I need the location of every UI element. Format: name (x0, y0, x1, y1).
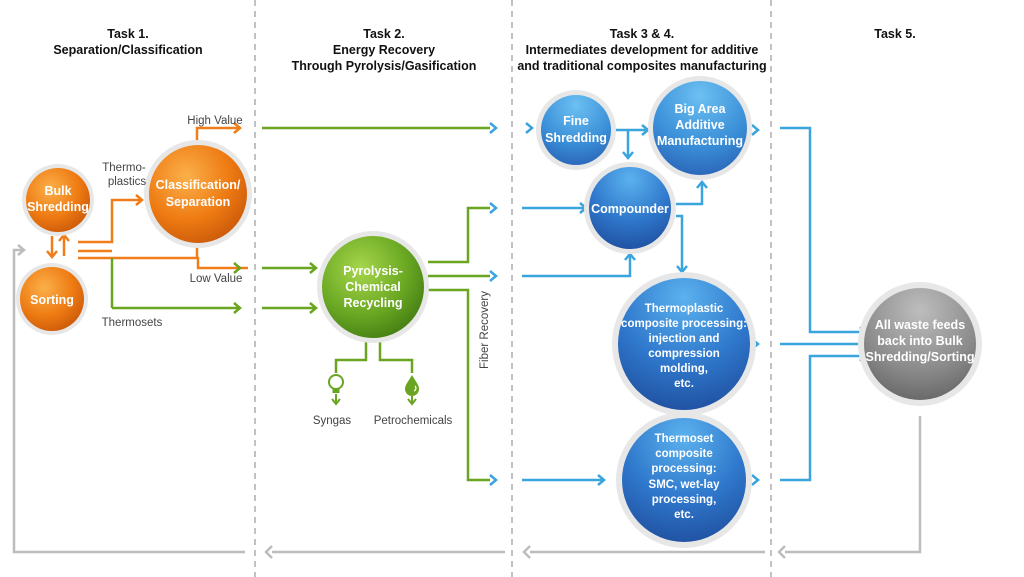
feedback-arrowheads (17, 244, 786, 559)
task-1-header: Task 1. Separation/Classification (53, 27, 202, 57)
thermoplastics-label-1: Thermo- (102, 162, 146, 174)
sorting-node: Sorting (16, 263, 88, 335)
fine-shredding-label-1: Fine (563, 114, 589, 128)
task-34-subtitle: Intermediates development for additive (526, 43, 759, 57)
classification-node: Classification/ Separation (144, 140, 252, 248)
waste-label-3: Shredding/Sorting (865, 350, 974, 364)
task-1-title: Task 1. (107, 27, 148, 41)
thermoset-label-2: composite (655, 448, 713, 460)
fiber-recovery-label: Fiber Recovery (479, 291, 491, 369)
thermoplastic-label-3: injection and (649, 333, 720, 345)
petrochemicals-label: Petrochemicals (374, 415, 453, 427)
task-1-subtitle: Separation/Classification (53, 43, 202, 57)
high-value-label: High Value (187, 115, 242, 127)
green-arrows (110, 126, 490, 482)
big-area-label-1: Big Area (675, 102, 727, 116)
blue-arrows (489, 122, 866, 486)
thermoset-label-1: Thermoset (655, 433, 714, 445)
bulk-shredding-label-1: Bulk (44, 184, 71, 198)
task-34-title: Task 3 & 4. (610, 27, 674, 41)
classification-label-1: Classification/ (156, 178, 241, 192)
task-5-header: Task 5. (874, 27, 915, 41)
big-area-label-2: Additive (675, 118, 724, 132)
pyrolysis-node: Pyrolysis- Chemical Recycling (317, 231, 429, 343)
task-2-subtitle: Energy Recovery (333, 43, 435, 57)
task-2-subtitle-2: Through Pyrolysis/Gasification (292, 59, 477, 73)
waste-label-2: back into Bulk (877, 334, 962, 348)
thermosets-label: Thermosets (102, 317, 163, 329)
feedback-loop-arrows (12, 248, 922, 554)
big-area-additive-node: Big Area Additive Manufacturing (648, 76, 752, 180)
bulk-shredding-node: Bulk Shredding (22, 164, 94, 236)
thermoplastic-processing-node: Thermoplastic composite processing: inje… (612, 272, 756, 416)
lightbulb-icon (328, 374, 344, 406)
compounder-node: Compounder (584, 162, 676, 254)
compounder-label: Compounder (591, 202, 669, 216)
task-5-title: Task 5. (874, 27, 915, 41)
thermoplastic-label-6: etc. (674, 378, 694, 390)
task-2-header: Task 2. Energy Recovery Through Pyrolysi… (292, 27, 477, 73)
sorting-label: Sorting (30, 293, 74, 307)
thermoset-label-5: processing, (652, 494, 717, 506)
fine-shredding-node: Fine Shredding (536, 90, 616, 170)
task-34-subtitle-2: and traditional composites manufacturing (517, 59, 766, 73)
thermoplastic-label-4: compression (648, 348, 720, 360)
thermoset-processing-node: Thermoset composite processing: SMC, wet… (616, 412, 752, 548)
thermoplastic-label-5: molding, (660, 363, 708, 375)
thermoset-label-6: etc. (674, 509, 694, 521)
pyrolysis-label-2: Chemical (345, 280, 401, 294)
fine-shredding-label-2: Shredding (545, 131, 607, 145)
pyrolysis-label-1: Pyrolysis- (343, 264, 403, 278)
pyrolysis-label-3: Recycling (343, 296, 402, 310)
thermoset-label-3: processing: (651, 463, 716, 475)
classification-label-2: Separation (166, 195, 231, 209)
column-dividers (254, 0, 772, 577)
low-value-label: Low Value (190, 273, 243, 285)
thermoplastic-label-1: Thermoplastic (645, 303, 724, 315)
thermoplastics-label-2: plastics (108, 176, 147, 188)
thermoset-label-4: SMC, wet-lay (649, 479, 721, 491)
waste-feedback-node: All waste feeds back into Bulk Shredding… (858, 282, 982, 406)
bulk-shredding-label-2: Shredding (27, 200, 89, 214)
oil-drop-icon (405, 375, 419, 406)
thermoplastic-label-2: composite processing: (621, 318, 747, 330)
task-2-title: Task 2. (363, 27, 404, 41)
big-area-label-3: Manufacturing (657, 134, 743, 148)
syngas-label: Syngas (313, 415, 352, 427)
task-34-header: Task 3 & 4. Intermediates development fo… (517, 27, 766, 73)
waste-label-1: All waste feeds (875, 318, 965, 332)
